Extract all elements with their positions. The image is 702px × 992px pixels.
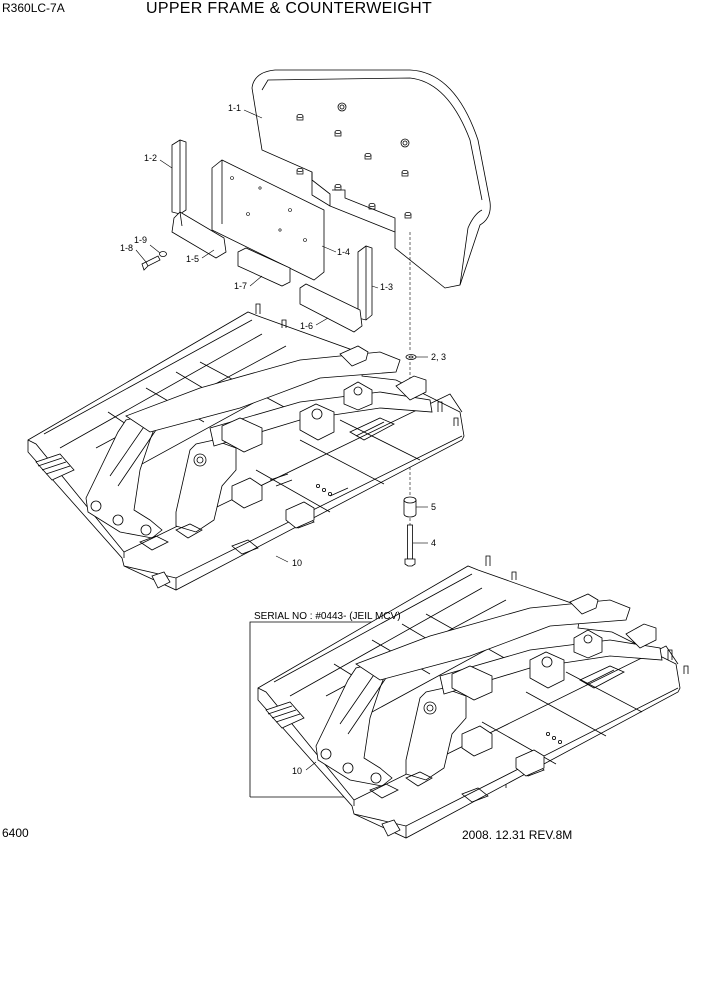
callout-1-4: 1-4 xyxy=(337,247,350,257)
callout-1-1: 1-1 xyxy=(228,103,241,113)
callout-2-3: 2, 3 xyxy=(431,352,446,362)
callout-4: 4 xyxy=(431,538,436,548)
page-number: 6400 xyxy=(2,826,29,840)
bolt-washer xyxy=(141,251,167,271)
callout-labels: 1-1 1-2 1-3 1-4 1-5 1-6 1-7 1-8 1-9 2, 3… xyxy=(120,103,446,776)
callout-1-3: 1-3 xyxy=(380,282,393,292)
upper-frame-top xyxy=(27,303,465,591)
weight-plate-center xyxy=(211,159,325,281)
side-plate-left xyxy=(171,139,227,259)
page-title: UPPER FRAME & COUNTERWEIGHT xyxy=(146,0,433,17)
callout-5: 5 xyxy=(431,502,436,512)
date-revision: 2008. 12.31 REV.8M xyxy=(462,828,573,842)
side-plate-right xyxy=(299,245,373,333)
callout-1-9: 1-9 xyxy=(134,235,147,245)
callout-10-bottom: 10 xyxy=(292,766,302,776)
callout-1-8: 1-8 xyxy=(120,243,133,253)
callout-1-6: 1-6 xyxy=(300,321,313,331)
model-code: R360LC-7A xyxy=(2,1,65,15)
small-plate xyxy=(237,247,291,287)
callout-1-7: 1-7 xyxy=(234,281,247,291)
counterweight xyxy=(251,69,491,289)
callout-10-top: 10 xyxy=(292,558,302,568)
callout-1-2: 1-2 xyxy=(144,153,157,163)
upper-frame-bottom xyxy=(257,555,689,839)
serial-number-note: SERIAL NO : #0443- (JEIL MCV) xyxy=(254,611,401,622)
leader-lines xyxy=(135,109,428,771)
callout-1-5: 1-5 xyxy=(186,254,199,264)
